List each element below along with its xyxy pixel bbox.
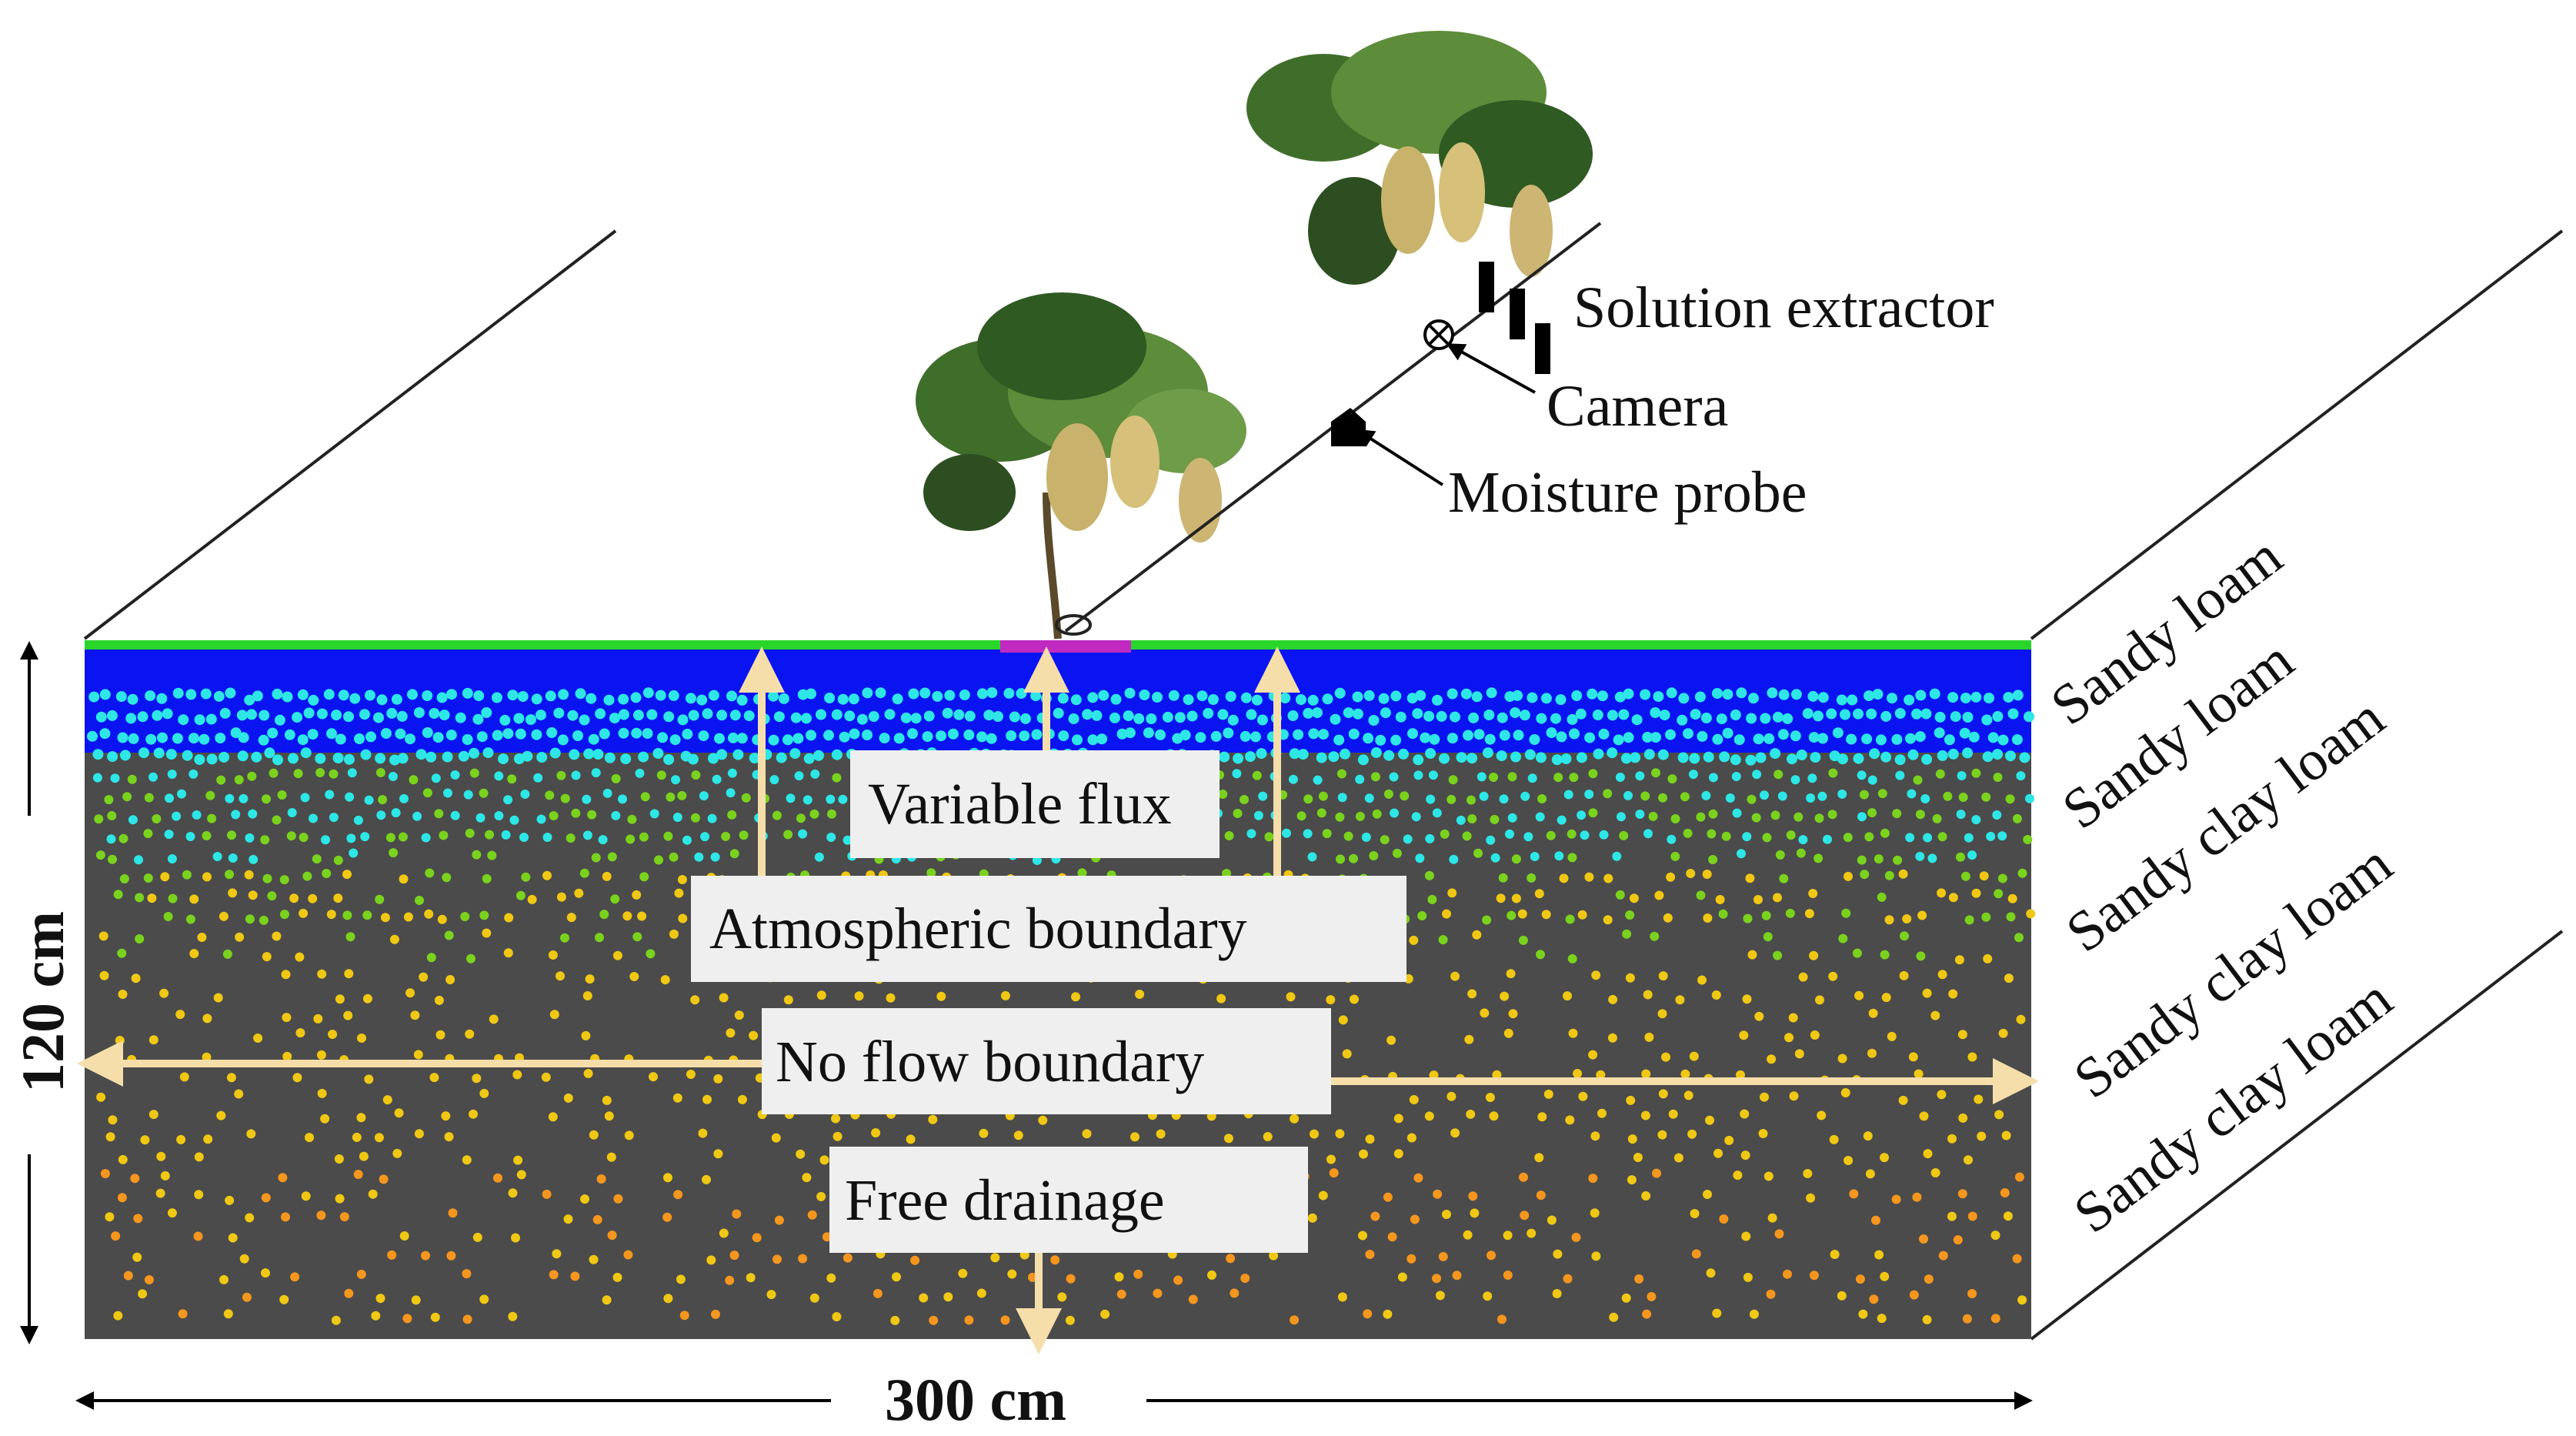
- width-dimension: 300 cm: [75, 1366, 2033, 1433]
- variable-flux-box: Variable flux: [850, 750, 1220, 858]
- no-flow-arrows: [77, 1040, 2039, 1104]
- moisture-probe-icon: [1331, 408, 1366, 446]
- svg-text:No flow boundary: No flow boundary: [776, 1030, 1204, 1094]
- camera-label: Camera: [1547, 374, 1728, 439]
- no-flow-boundary-box: No flow boundary: [762, 1008, 1331, 1114]
- width-label: 300 cm: [885, 1366, 1066, 1433]
- block-outline: [83, 229, 2564, 1341]
- svg-text:Atmospheric boundary: Atmospheric boundary: [709, 897, 1247, 961]
- depth-label: 120 cm: [9, 911, 76, 1093]
- svg-text:Free drainage: Free drainage: [845, 1168, 1165, 1233]
- atmospheric-flux-arrows: [739, 646, 1300, 877]
- solution-extractor-label: Solution extractor: [1573, 276, 1994, 340]
- drip-emitter: [1000, 640, 1131, 653]
- solution-extractor-icon: [1479, 262, 1550, 374]
- svg-text:Variable flux: Variable flux: [868, 772, 1172, 837]
- depth-dimension: 120 cm: [9, 641, 76, 1344]
- grapevine-right: [1246, 31, 1593, 285]
- grapevine-left: [916, 292, 1246, 640]
- moisture-probe-label: Moisture probe: [1448, 460, 1807, 525]
- moisture-probe-pointer: [1355, 429, 1444, 486]
- atmospheric-boundary-box: Atmospheric boundary: [691, 876, 1406, 982]
- camera-pointer: [1446, 343, 1536, 394]
- camera-icon: [1423, 319, 1454, 350]
- free-drainage-box: Free drainage: [829, 1147, 1308, 1253]
